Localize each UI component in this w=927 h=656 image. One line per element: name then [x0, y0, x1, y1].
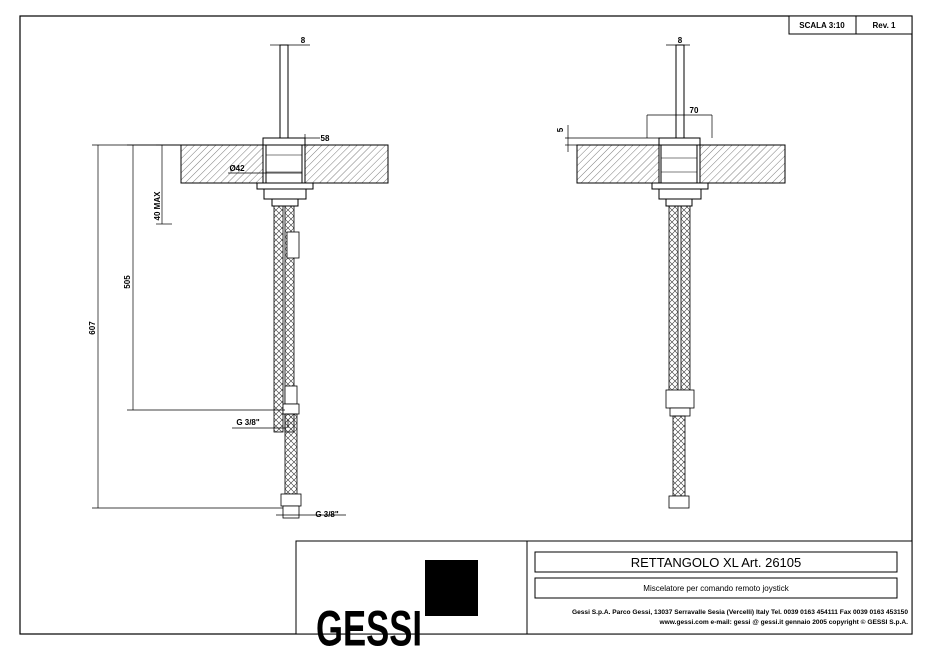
- right-dimensions: [565, 44, 713, 152]
- right-view: 8 70 5: [556, 36, 786, 509]
- scale-label: SCALA 3:10: [799, 21, 845, 30]
- left-g1-dim: G 3/8": [236, 418, 260, 427]
- left-diameter-dim: Ø42: [229, 164, 245, 173]
- left-max-dim: 40 MAX: [153, 191, 162, 221]
- left-505-dim: 505: [123, 275, 132, 289]
- left-rod-dim: 8: [301, 36, 306, 45]
- logo-black-square: [425, 560, 478, 616]
- company-web: www.gessi.com e-mail: gessi @ gessi.it g…: [659, 618, 909, 626]
- header-block: SCALA 3:10 Rev. 1: [788, 15, 913, 35]
- company-address: Gessi S.p.A. Parco Gessi, 13037 Serraval…: [572, 609, 908, 616]
- right-5-dim: 5: [556, 127, 565, 132]
- product-name: RETTANGOLO XL Art. 26105: [631, 555, 802, 570]
- left-g2-dim: G 3/8": [315, 510, 339, 519]
- right-width-dim: 70: [690, 106, 699, 115]
- revision-label: Rev. 1: [873, 21, 897, 30]
- left-wall-slab: [180, 144, 389, 184]
- left-hoses: [273, 205, 302, 519]
- left-dimensions: [92, 44, 346, 516]
- left-607-dim: 607: [88, 321, 97, 335]
- right-rod-dim: 8: [678, 36, 683, 45]
- product-description: Miscelatore per comando remoto joystick: [643, 584, 789, 593]
- left-width-dim: 58: [321, 134, 330, 143]
- right-mixer-body: [651, 44, 709, 207]
- right-wall-slab: [576, 144, 786, 184]
- left-view: 8 58 Ø42 40 MAX 505 607 G 3/8" G 3/8": [88, 36, 389, 519]
- right-hoses: [665, 205, 695, 509]
- title-block: GESSI RETTANGOLO XL Art. 26105 Miscelato…: [295, 540, 913, 656]
- gessi-logo: GESSI: [316, 601, 422, 656]
